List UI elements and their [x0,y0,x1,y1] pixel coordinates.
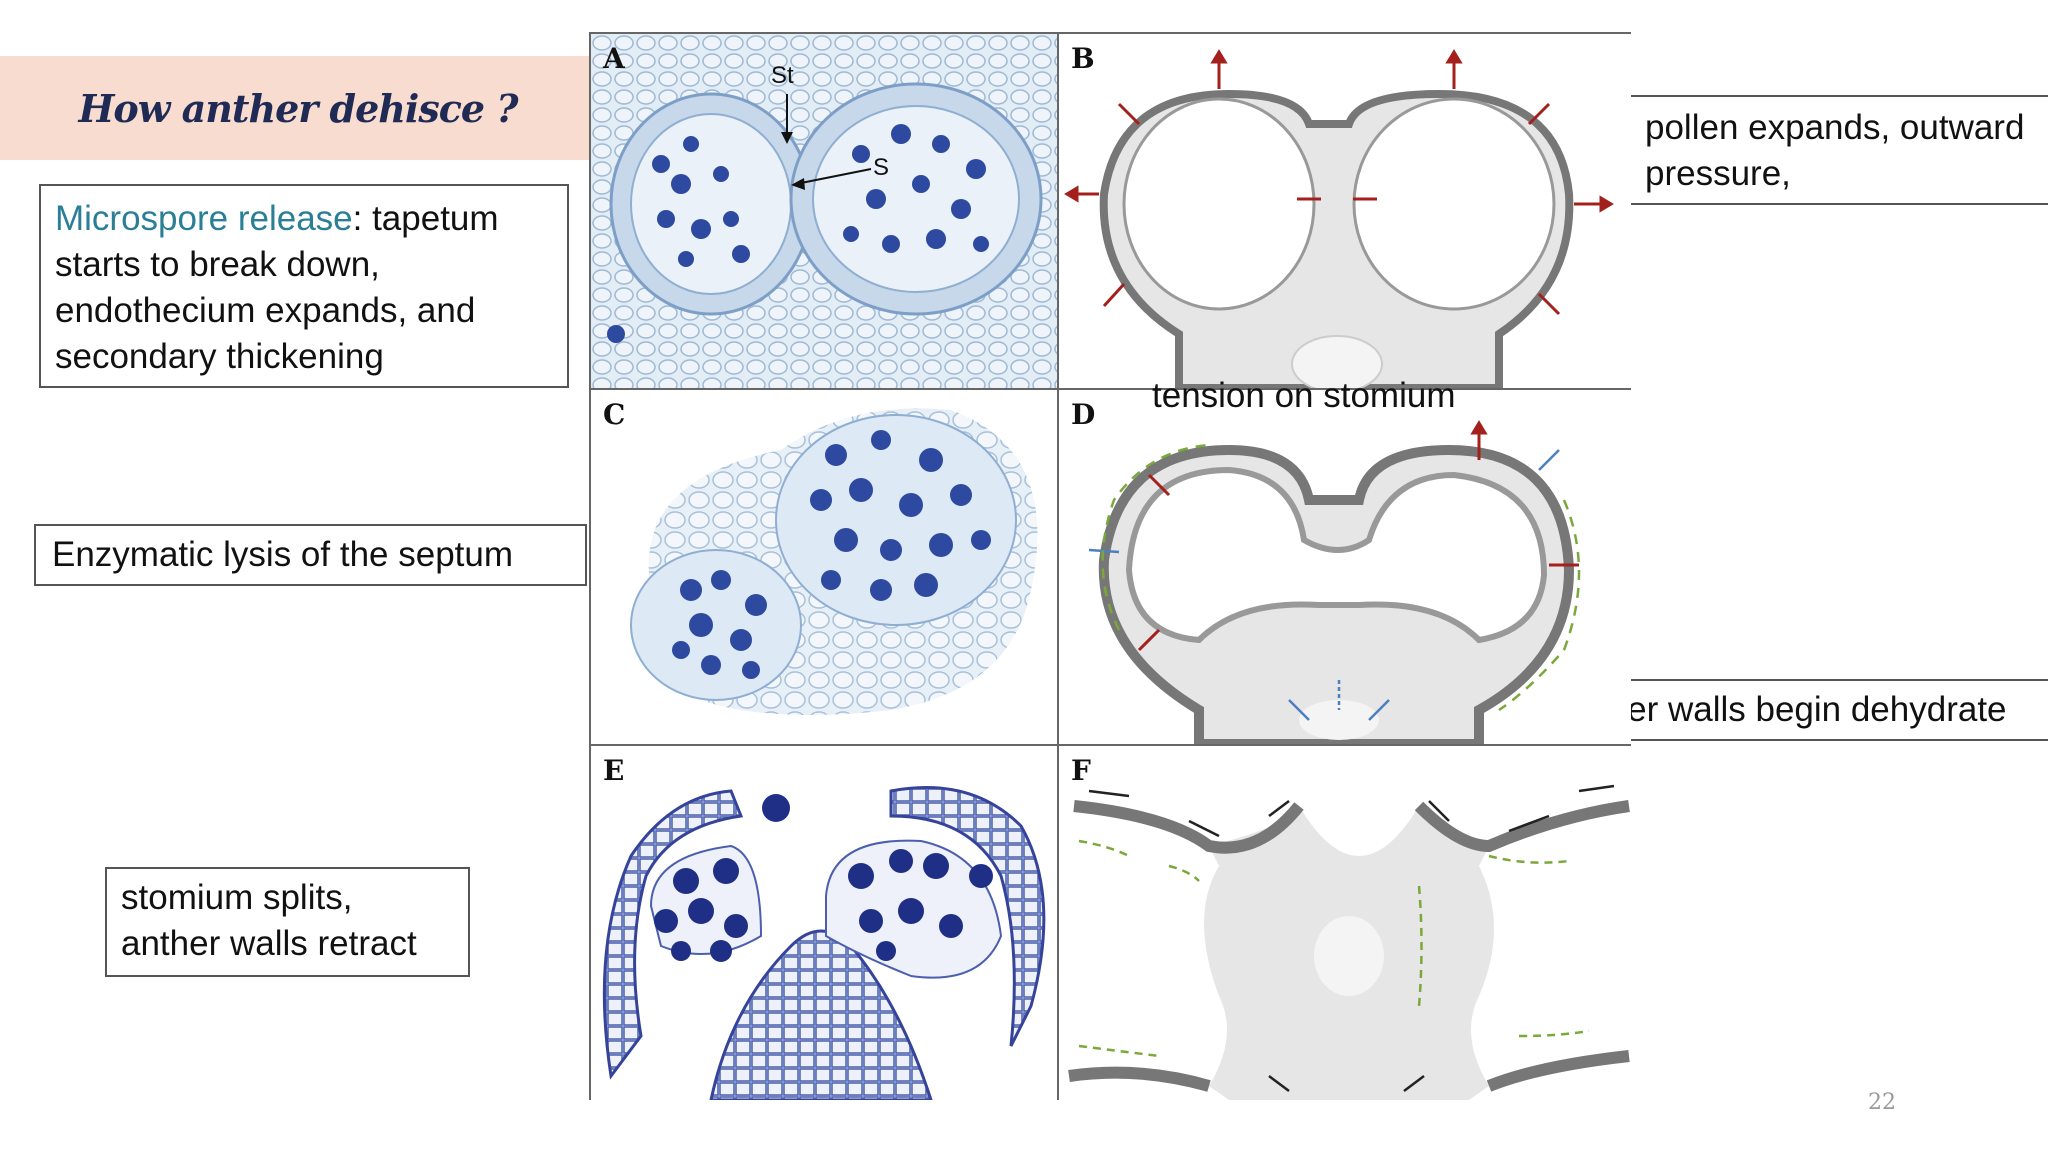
panel-e-micrograph: E [591,746,1057,1100]
panel-label-a: A [603,42,625,75]
slide-title: How anther dehisce ? [78,85,518,131]
diagram-d [1088,420,1581,744]
anther-figure: A St S B [589,32,1631,1100]
panel-label-b: B [1071,42,1095,75]
panel-b-diagram: B [1059,34,1631,388]
panel-c-micrograph: C [591,390,1057,744]
caption-pollen-expands: pollen expands, outward pressure, [1629,95,2048,205]
panel-d-diagram: D [1059,390,1631,744]
grid-divider [591,744,1629,746]
panel-label-d: D [1071,398,1096,431]
caption-stomium-splits: stomium splits, anther walls retract [105,867,470,977]
panel-label-c: C [603,398,626,431]
diagram-b [1064,49,1614,388]
panel-a-micrograph: A St S [591,34,1057,388]
micrograph-a [591,34,1057,388]
diagram-f [1068,784,1630,1100]
caption-enzymatic-lysis: Enzymatic lysis of the septum [34,524,587,586]
caption-term: Microspore release [55,199,353,238]
label-tension-on-stomium: tension on stomium [1152,376,1456,415]
panel-label-e: E [603,754,625,787]
annotation-s: S [873,154,890,181]
annotation-st: St [771,62,794,89]
title-banner: How anther dehisce ? [0,56,596,160]
micrograph-e [602,786,1046,1100]
panel-label-f: F [1071,754,1091,787]
panel-f-diagram: F [1059,746,1631,1100]
grid-divider-vertical [1057,34,1059,1098]
caption-text: : tapetum starts to break down, endothec… [55,199,499,376]
micrograph-c [591,390,1057,744]
page-number: 22 [1868,1090,1896,1115]
caption-microspore-release: Microspore release: tapetum starts to br… [39,184,569,388]
grid-divider [591,388,1629,390]
